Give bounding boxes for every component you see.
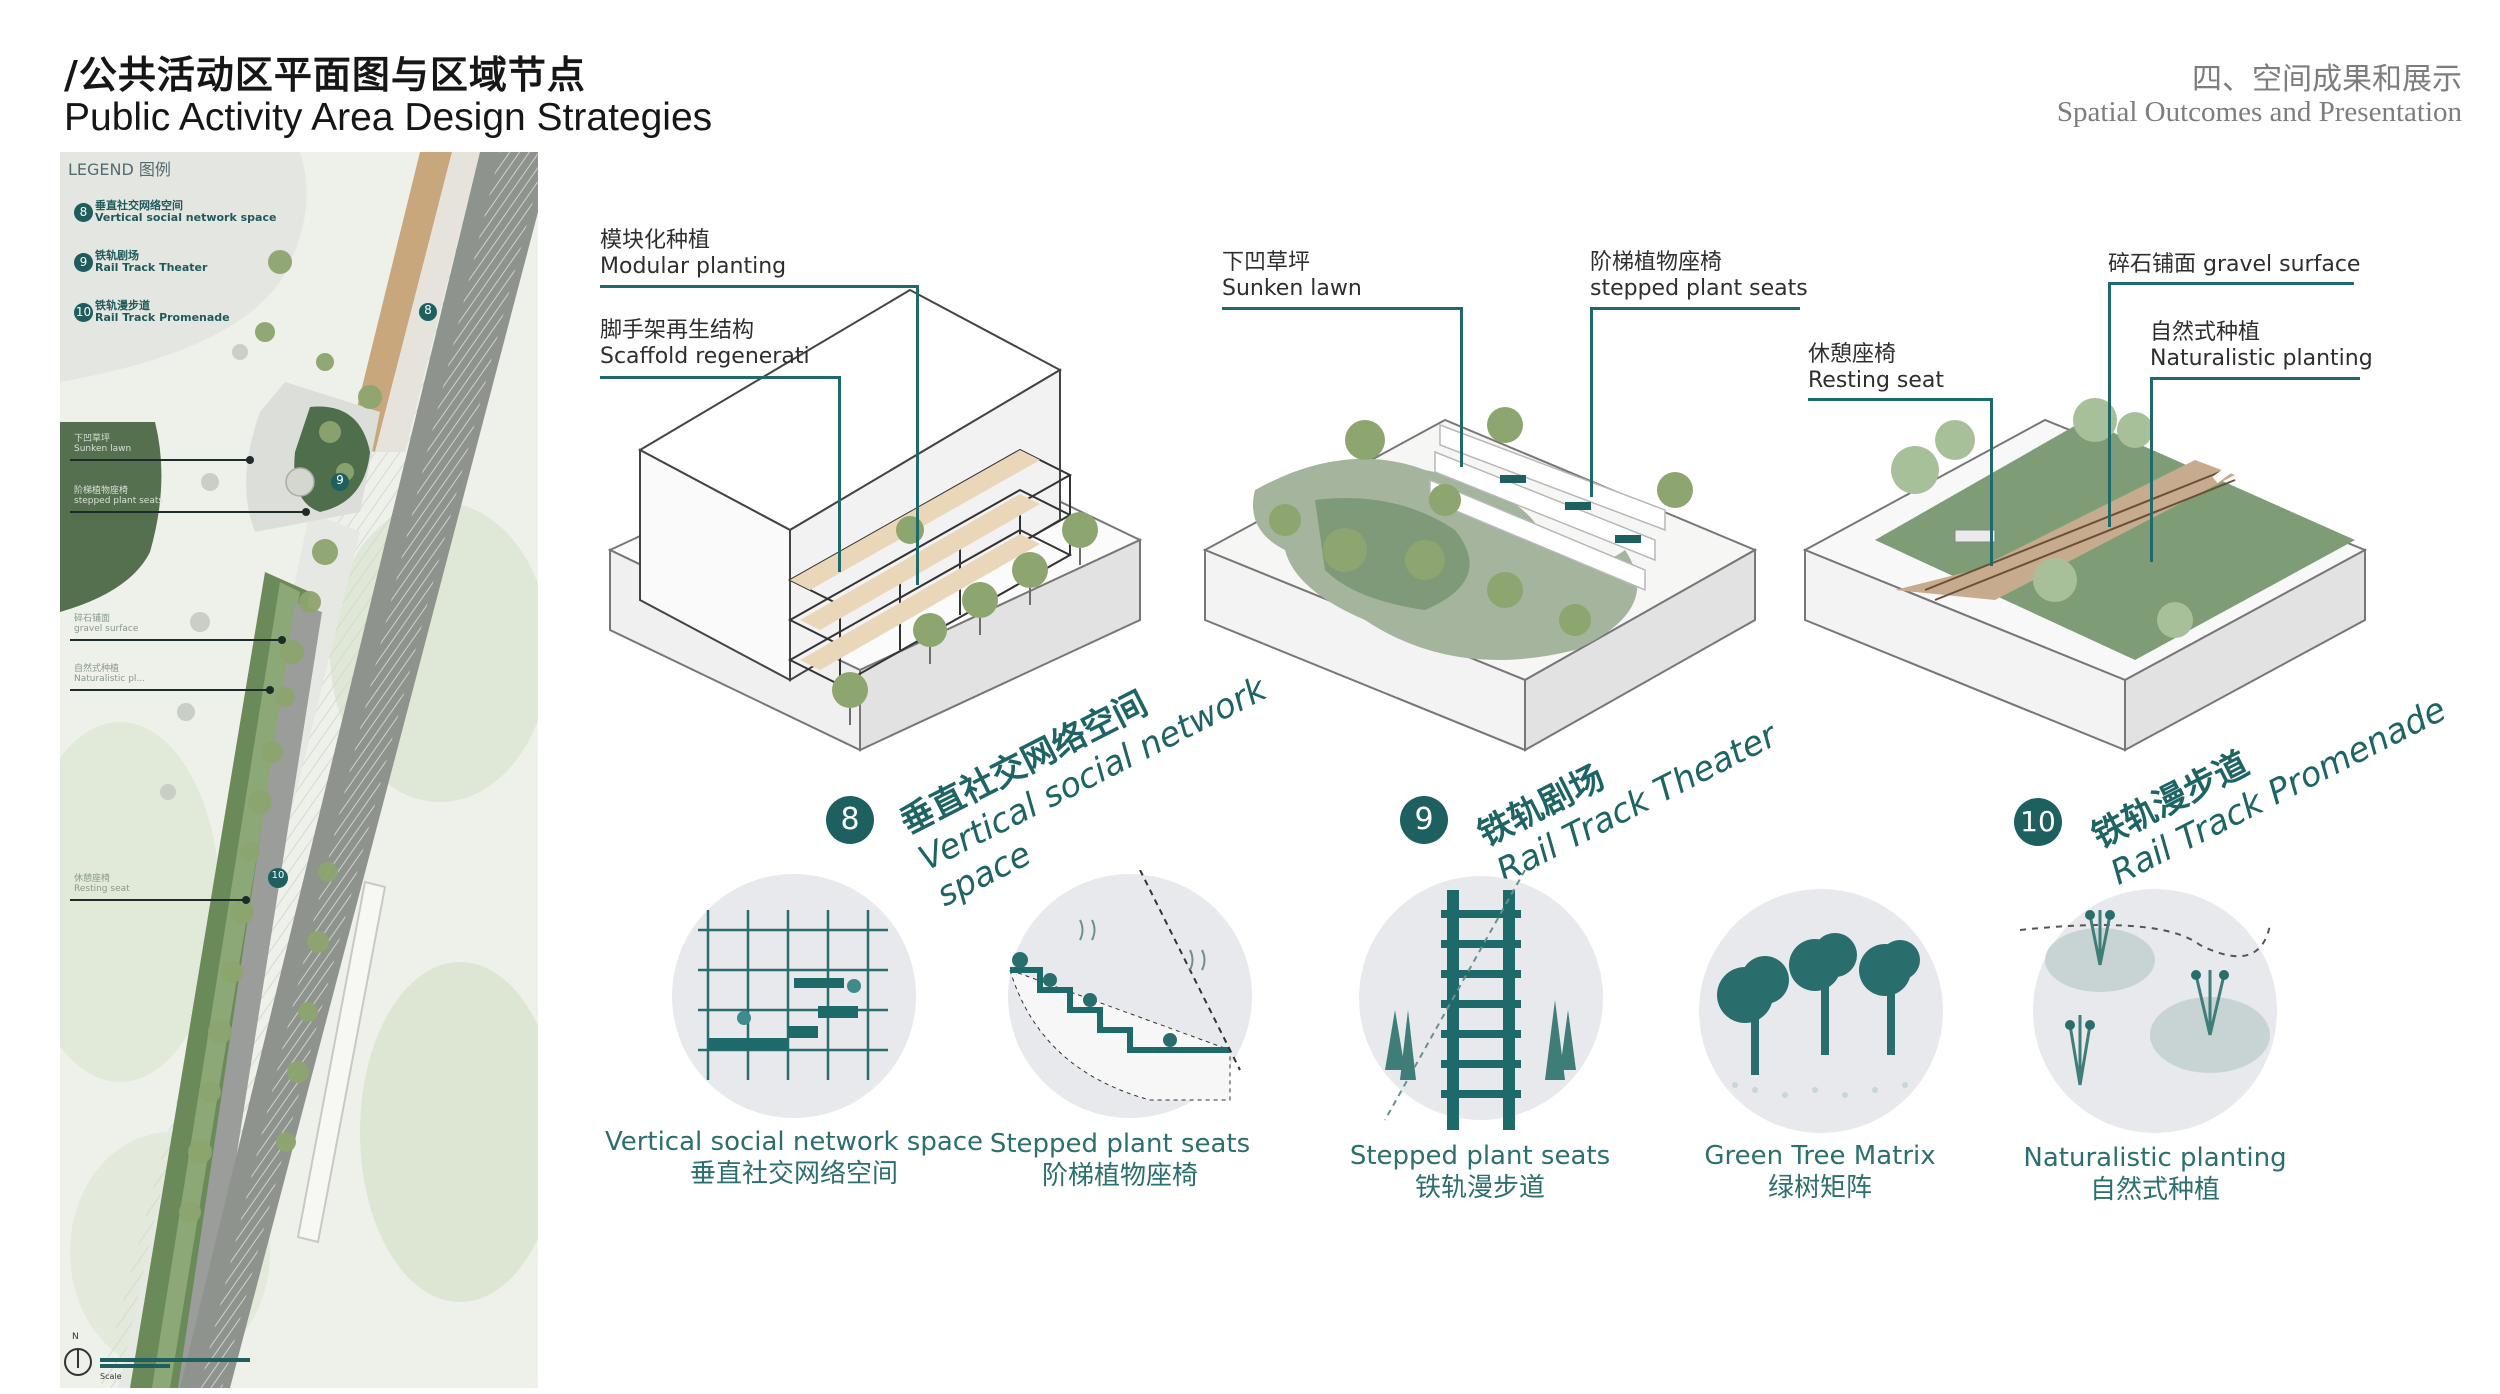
section-title-cn: 四、空间成果和展示 bbox=[2192, 62, 2462, 97]
callout-cn: 休憩座椅 bbox=[1808, 342, 1897, 367]
callout-leader bbox=[1990, 398, 1993, 566]
callout-leader bbox=[1590, 307, 1593, 497]
plan-markers bbox=[268, 303, 437, 888]
callout-en: stepped plant seats bbox=[1590, 276, 1808, 301]
axon-diagram-9 bbox=[1202, 407, 1758, 752]
north-label: N bbox=[72, 1332, 79, 1342]
callout-leader bbox=[2150, 377, 2153, 562]
legend-title: LEGEND 图例 bbox=[68, 160, 171, 179]
node-badge-9: 9 bbox=[1400, 796, 1448, 844]
scale-label: Scale bbox=[100, 1372, 122, 1381]
icon-caption-cn: 铁轨漫步道 bbox=[1414, 1173, 1545, 1203]
legend-en: Vertical social network space bbox=[95, 211, 277, 224]
legend-cn: 垂直社交网络空间 bbox=[95, 199, 183, 212]
icon-rail-track bbox=[1359, 870, 1603, 1130]
callout-leader bbox=[916, 285, 919, 585]
callout-leader bbox=[2108, 282, 2111, 527]
icon-caption-en: Vertical social network space bbox=[604, 1127, 984, 1157]
callout-stepped: 阶梯植物座椅 stepped plant seats bbox=[1590, 250, 1808, 302]
callout-cn: 脚手架再生结构 bbox=[600, 318, 755, 343]
callout-leader bbox=[838, 376, 841, 572]
icon-stepped-seats bbox=[1008, 870, 1252, 1118]
icon-caption-cn: 阶梯植物座椅 bbox=[1041, 1161, 1198, 1191]
callout-en: Modular planting bbox=[600, 254, 787, 279]
callout-en: Scaffold regenerati bbox=[600, 344, 810, 369]
callout-en: Naturalistic planting bbox=[2150, 346, 2373, 371]
icon-caption-5: Naturalistic planting 自然式种植 bbox=[1975, 1142, 2335, 1206]
callout-sunken: 下凹草坪 Sunken lawn bbox=[1222, 250, 1362, 302]
node-badge-8: 8 bbox=[826, 796, 874, 844]
callout-leader bbox=[1808, 398, 1993, 401]
legend-en: Rail Track Theater bbox=[95, 261, 208, 274]
axon-diagram-8 bbox=[607, 288, 1143, 752]
legend-badge: 10 bbox=[74, 302, 93, 322]
callout-leader bbox=[2150, 377, 2360, 380]
node-badge-10: 10 bbox=[2014, 798, 2062, 846]
icon-caption-en: Green Tree Matrix bbox=[1704, 1141, 1936, 1171]
site-plan-drawing bbox=[60, 152, 538, 1388]
callout-leader bbox=[1222, 307, 1462, 310]
callout-cn: 模块化种植 bbox=[600, 228, 711, 253]
legend-badge: 9 bbox=[74, 252, 93, 272]
callout-leader bbox=[1590, 307, 1800, 310]
legend-cn: 铁轨剧场 bbox=[95, 249, 139, 262]
icon-caption-cn: 自然式种植 bbox=[2089, 1175, 2220, 1205]
callout-en: Resting seat bbox=[1808, 368, 1945, 393]
callout-cn: 阶梯植物座椅 bbox=[1590, 250, 1723, 275]
section-title-en: Spatial Outcomes and Presentation bbox=[2056, 96, 2462, 128]
icon-caption-2: Stepped plant seats 阶梯植物座椅 bbox=[940, 1128, 1300, 1192]
callout-leader bbox=[1460, 307, 1463, 467]
icon-caption-en: Stepped plant seats bbox=[989, 1129, 1251, 1159]
plan-marker-8: 8 bbox=[424, 303, 432, 317]
callout-modular: 模块化种植 Modular planting bbox=[600, 228, 786, 280]
icon-tree-matrix bbox=[1699, 889, 1943, 1133]
legend-cn: 铁轨漫步道 bbox=[95, 299, 150, 312]
legend-en: Rail Track Promenade bbox=[95, 311, 230, 324]
icon-caption-3: Stepped plant seats 铁轨漫步道 bbox=[1300, 1140, 1660, 1204]
callout-cn: 自然式种植 bbox=[2150, 320, 2261, 345]
icon-vertical-network bbox=[672, 874, 916, 1118]
callout-gravel: 碎石铺面 gravel surface bbox=[2108, 252, 2361, 277]
callout-leader bbox=[600, 285, 918, 288]
icon-naturalistic-planting bbox=[2020, 889, 2277, 1133]
icon-caption-en: Naturalistic planting bbox=[2023, 1143, 2287, 1173]
icon-caption-4: Green Tree Matrix 绿树矩阵 bbox=[1640, 1140, 2000, 1204]
icon-caption-cn: 垂直社交网络空间 bbox=[689, 1159, 898, 1189]
page-title-en: Public Activity Area Design Strategies bbox=[64, 96, 713, 139]
callout-scaffold: 脚手架再生结构 Scaffold regenerati bbox=[600, 318, 810, 370]
callout-natural: 自然式种植 Naturalistic planting bbox=[2150, 320, 2373, 372]
callout-en: Sunken lawn bbox=[1222, 276, 1362, 301]
axon-diagram-10 bbox=[1802, 398, 2368, 752]
plan-marker-9: 9 bbox=[336, 473, 344, 487]
page-title-cn: /公共活动区平面图与区域节点 bbox=[64, 53, 586, 97]
icon-caption-cn: 绿树矩阵 bbox=[1767, 1173, 1872, 1203]
callout-resting: 休憩座椅 Resting seat bbox=[1808, 342, 1944, 394]
plan-marker-10: 10 bbox=[271, 870, 285, 881]
icon-caption-1: Vertical social network space 垂直社交网络空间 bbox=[594, 1126, 994, 1190]
legend-badge: 8 bbox=[74, 202, 93, 222]
icon-caption-en: Stepped plant seats bbox=[1349, 1141, 1611, 1171]
callout-cn: 下凹草坪 bbox=[1222, 250, 1311, 275]
callout-leader bbox=[600, 376, 840, 379]
callout-leader bbox=[2108, 282, 2354, 285]
